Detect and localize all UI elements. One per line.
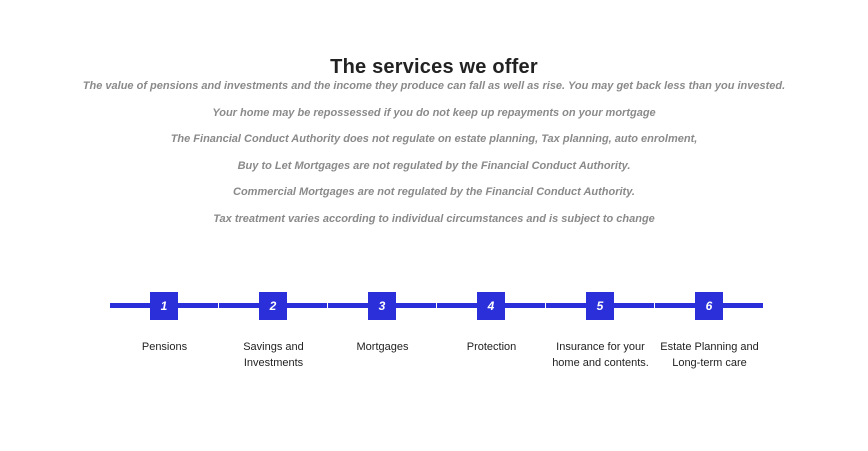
step-number-badge: 3 bbox=[368, 292, 396, 320]
service-step-protection[interactable]: 4 Protection bbox=[437, 292, 546, 392]
step-label: Estate Planning and Long-term care bbox=[660, 341, 759, 369]
service-step-insurance[interactable]: 5 Insurance for your home and contents. bbox=[546, 292, 655, 392]
step-label: Pensions bbox=[141, 341, 188, 353]
step-number-badge: 6 bbox=[695, 292, 723, 320]
step-number-badge: 1 bbox=[150, 292, 178, 320]
disclaimer-fca-estate-planning: The Financial Conduct Authority does not… bbox=[170, 133, 698, 145]
service-step-savings-investments[interactable]: 2 Savings and Investments bbox=[219, 292, 328, 392]
disclaimer-list: The value of pensions and investments an… bbox=[0, 78, 868, 237]
step-label: Mortgages bbox=[356, 341, 409, 353]
step-label: Protection bbox=[466, 341, 517, 353]
disclaimer-tax-treatment: Tax treatment varies according to indivi… bbox=[213, 212, 655, 225]
step-number-badge: 4 bbox=[477, 292, 505, 320]
disclaimer-home-repossession: Your home may be repossessed if you do n… bbox=[212, 106, 656, 119]
disclaimer-commercial-mortgages: Commercial Mortgages are not regulated b… bbox=[233, 186, 635, 198]
page-title: The services we offer bbox=[330, 56, 538, 79]
service-step-mortgages[interactable]: 3 Mortgages bbox=[328, 292, 437, 392]
service-step-pensions[interactable]: 1 Pensions bbox=[110, 292, 219, 392]
services-timeline: 1 Pensions 2 Savings and Investments 3 M… bbox=[110, 292, 764, 392]
disclaimer-pensions-investments: The value of pensions and investments an… bbox=[82, 80, 786, 92]
disclaimer-buy-to-let: Buy to Let Mortgages are not regulated b… bbox=[237, 159, 631, 172]
step-label: Savings and Investments bbox=[243, 341, 304, 369]
step-number-badge: 2 bbox=[259, 292, 287, 320]
step-label: Insurance for your home and contents. bbox=[552, 341, 649, 369]
step-number-badge: 5 bbox=[586, 292, 614, 320]
service-step-estate-planning[interactable]: 6 Estate Planning and Long-term care bbox=[655, 292, 764, 392]
